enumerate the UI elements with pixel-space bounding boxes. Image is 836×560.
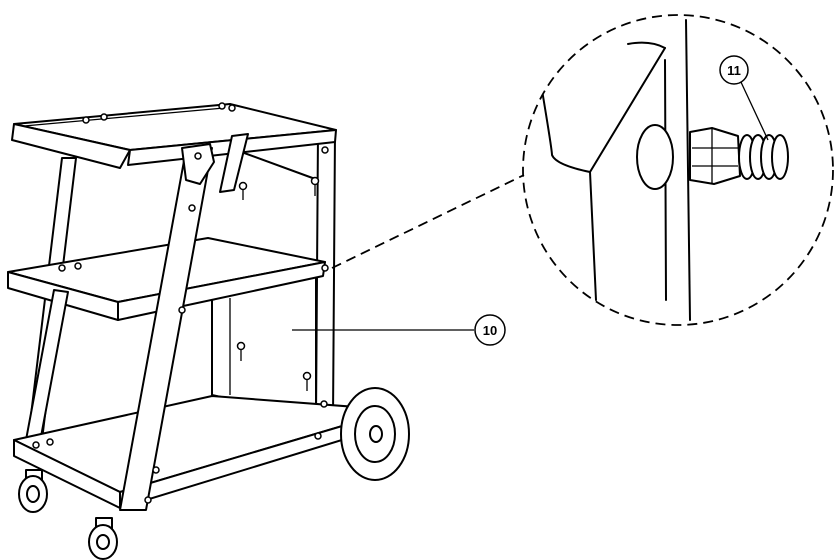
hanger-hook [310, 176, 320, 196]
front-caster-left [18, 469, 48, 513]
callout-11-label: 11 [727, 63, 741, 78]
spring [738, 134, 789, 180]
bolt-hole [321, 146, 329, 154]
bolt-hole [32, 441, 40, 449]
bolt-hole [74, 262, 82, 270]
callout-11: 11 [719, 55, 749, 85]
bolt-hole [100, 113, 108, 121]
bolt-hole [194, 152, 202, 160]
bolt-hole [152, 466, 160, 474]
hex-nut [689, 127, 741, 185]
hanger-hook [302, 371, 312, 391]
handle-bracket [181, 143, 215, 185]
leader-line-11 [739, 79, 769, 141]
front-caster-right [88, 517, 118, 560]
bolt-hole [314, 432, 322, 440]
bolt-hole [321, 264, 329, 272]
bolt-hole [320, 400, 328, 408]
rear-wheel [340, 387, 410, 481]
handle-hook [219, 133, 249, 193]
welding-cart [7, 102, 410, 560]
callout-10: 10 [474, 314, 506, 346]
hanger-hook [236, 341, 246, 361]
detail-view: 11 [331, 14, 834, 326]
bolt-hole [144, 496, 152, 504]
washer [636, 124, 674, 190]
bolt-hole [218, 102, 226, 110]
bolt-hole [46, 438, 54, 446]
top-tray-front-lip [11, 123, 131, 169]
bolt-hole [58, 264, 66, 272]
bolt-hole [188, 204, 196, 212]
bolt-hole [228, 104, 236, 112]
bolt-hole [178, 306, 186, 314]
detail-circle [522, 14, 834, 326]
detail-leader-line [331, 174, 525, 269]
callout-10-label: 10 [483, 323, 497, 338]
bolt-hole [82, 116, 90, 124]
hanger-hook [238, 181, 248, 200]
